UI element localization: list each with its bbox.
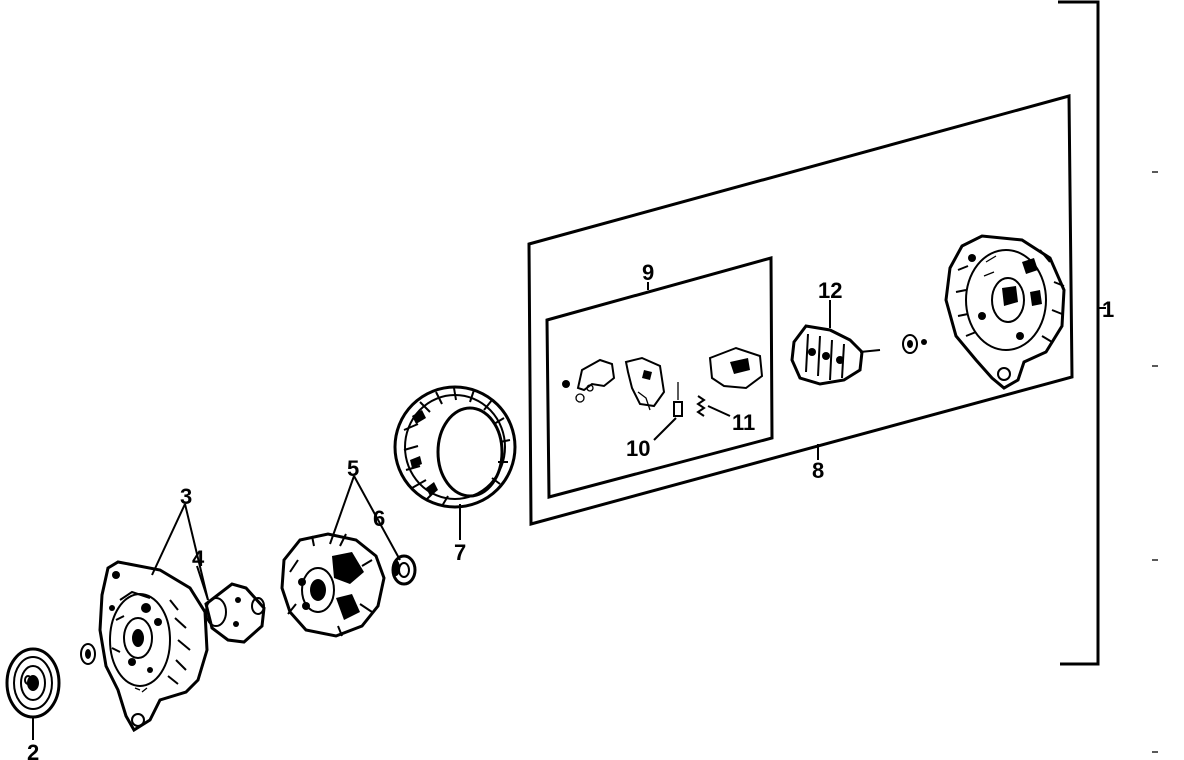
callout-labels: 1 2 3 4 5 6 7 8 9 10 11 12 [27,260,1114,760]
rear-housing [944,234,1066,390]
rotor [280,532,386,638]
washer [80,643,96,665]
callout-8: 8 [812,458,824,483]
nut [902,334,927,354]
callout-9: 9 [642,260,654,285]
leader-lines [32,282,831,740]
callout-5: 5 [347,456,359,481]
rear-assembly-panel [527,94,1074,526]
callout-11: 11 [732,410,755,435]
callout-10: 10 [626,436,650,461]
assembly-bracket [1058,0,1106,666]
rear-bearing [391,554,417,586]
callout-1: 1 [1102,297,1114,322]
callout-3: 3 [180,484,192,509]
rectifier [790,324,881,386]
callout-6: 6 [373,506,385,531]
front-housing [98,560,209,733]
pulley [5,647,61,719]
callout-7: 7 [454,540,466,565]
regulator-parts [562,346,764,411]
stator [393,385,517,509]
regulator-kit-panel [545,256,774,499]
callout-2: 2 [27,740,39,760]
spring [696,395,706,417]
margin-ticks [1152,171,1158,753]
bearing-retainer [204,582,266,644]
callout-12: 12 [818,278,842,303]
callout-4: 4 [192,546,205,571]
brush [673,382,683,417]
